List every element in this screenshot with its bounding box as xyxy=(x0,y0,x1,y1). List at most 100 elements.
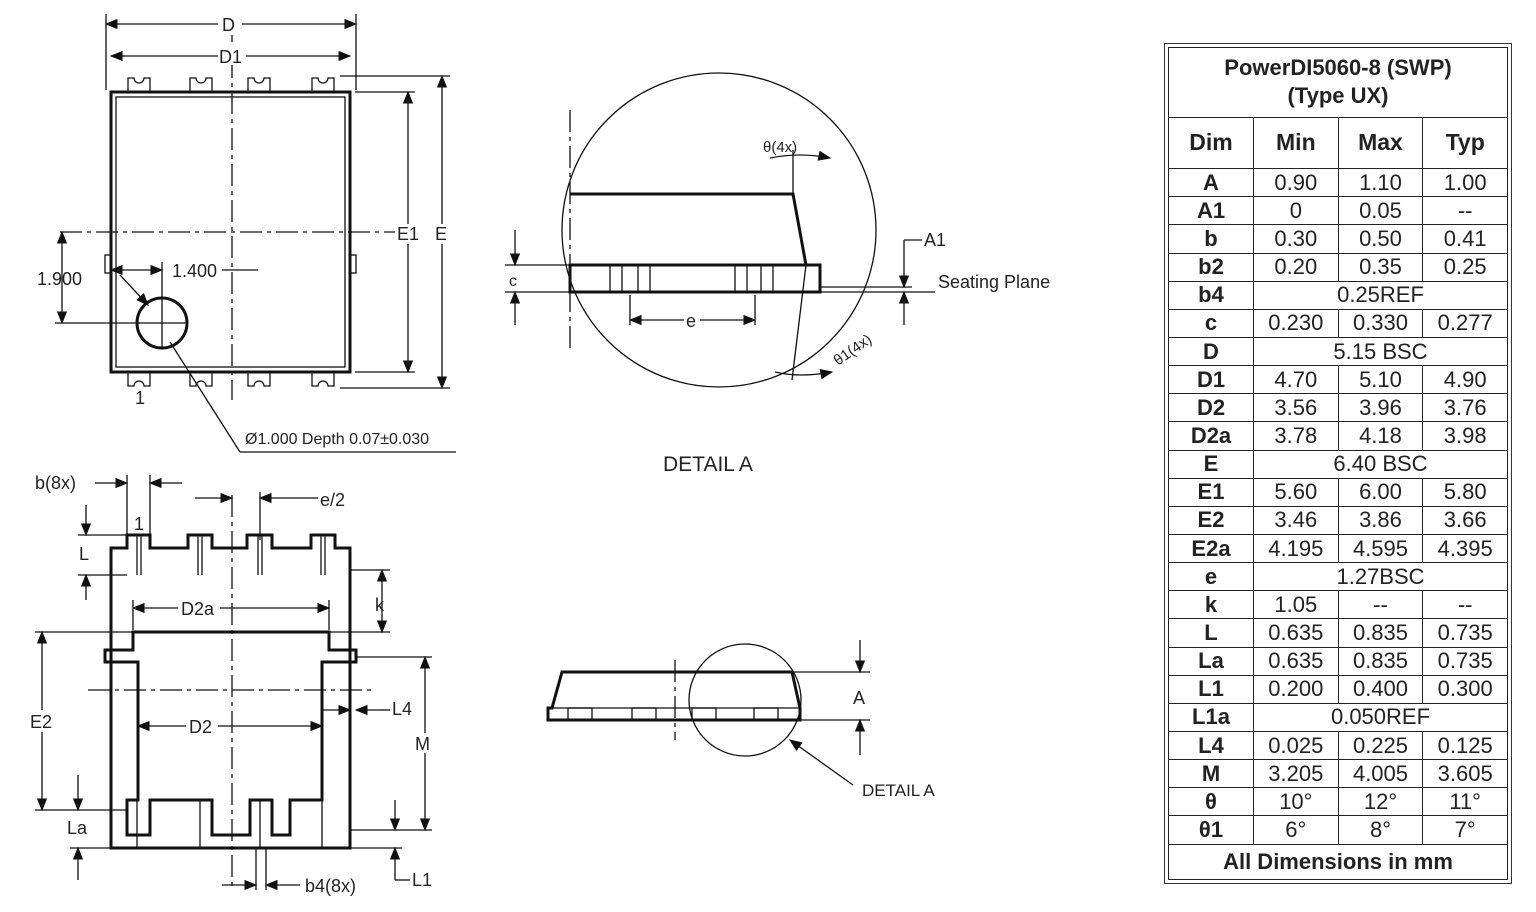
cell-max: 3.96 xyxy=(1337,393,1424,423)
dim-label-E1: E1 xyxy=(397,224,419,244)
cell-min: 0 xyxy=(1253,196,1339,226)
cell-dim: D2 xyxy=(1168,393,1254,423)
cell-dim: L1 xyxy=(1168,674,1254,704)
cell-max: 6.00 xyxy=(1337,477,1424,507)
cell-dim: b2 xyxy=(1168,252,1254,282)
a1-label: A1 xyxy=(924,230,946,250)
cell-span: 5.15 BSC xyxy=(1253,336,1508,367)
cell-dim: D1 xyxy=(1168,365,1254,395)
cell-max: 4.18 xyxy=(1337,421,1424,451)
b4-label: b4(8x) xyxy=(305,876,356,896)
dim-label-1400: 1.400 xyxy=(172,261,217,281)
cell-max: 12° xyxy=(1337,787,1424,817)
cell-max: 0.835 xyxy=(1337,618,1424,648)
cell-typ: 7° xyxy=(1422,815,1508,845)
c-label: c xyxy=(509,273,517,290)
D2a-label: D2a xyxy=(181,599,215,619)
detail-a-reference: DETAIL A xyxy=(862,781,935,800)
E2-label: E2 xyxy=(30,712,52,732)
table-footer: All Dimensions in mm xyxy=(1168,843,1508,880)
cell-max: 0.835 xyxy=(1337,646,1424,676)
cell-min: 3.78 xyxy=(1253,421,1339,451)
L1-label: L1 xyxy=(412,870,432,890)
detail-a-view: θ(4x) θ1(4x) A1 Seating Plane c e DETAIL… xyxy=(505,72,1050,476)
cell-min: 4.195 xyxy=(1253,533,1339,564)
cell-typ: -- xyxy=(1422,196,1508,226)
cell-typ: 11° xyxy=(1422,787,1508,817)
cell-span: 1.27BSC xyxy=(1253,562,1508,592)
bottom-view: b(8x) e/2 1 L k D2a E2 D2 L4 M La b4(8x)… xyxy=(26,473,436,896)
cell-min: 0.20 xyxy=(1253,252,1339,282)
dim-label-E: E xyxy=(435,224,447,244)
cell-max: 0.400 xyxy=(1337,674,1424,704)
k-label: k xyxy=(375,595,385,615)
seating-plane-label: Seating Plane xyxy=(938,272,1050,292)
cell-dim: θ xyxy=(1168,787,1254,817)
L-label: L xyxy=(79,544,89,564)
cell-max: 8° xyxy=(1337,815,1424,845)
cell-dim: b4 xyxy=(1168,280,1254,310)
cell-typ: 4.395 xyxy=(1422,533,1508,564)
cell-span: 0.050REF xyxy=(1253,702,1508,732)
cell-dim: E1 xyxy=(1168,477,1254,507)
cell-min: 0.230 xyxy=(1253,308,1339,338)
dim-label-D1: D1 xyxy=(219,47,242,67)
cell-dim: D2a xyxy=(1168,421,1254,451)
cell-typ: 3.76 xyxy=(1422,393,1508,423)
cell-min: 3.46 xyxy=(1253,505,1339,535)
theta1-label: θ1(4x) xyxy=(831,331,876,369)
cell-max: 0.330 xyxy=(1337,308,1424,338)
cell-typ: 1.00 xyxy=(1422,168,1508,198)
top-leads xyxy=(104,77,357,387)
L4-label: L4 xyxy=(392,699,412,719)
cell-max: -- xyxy=(1337,590,1424,620)
b-label: b(8x) xyxy=(35,473,76,493)
cell-span: 6.40 BSC xyxy=(1253,449,1508,479)
cell-typ: 0.125 xyxy=(1422,730,1508,761)
cell-typ: 5.80 xyxy=(1422,477,1508,507)
cell-max: 0.35 xyxy=(1337,252,1424,282)
cell-max: 5.10 xyxy=(1337,365,1424,395)
cell-min: 3.205 xyxy=(1253,759,1339,789)
e-half-label: e/2 xyxy=(320,490,345,510)
cell-max: 0.05 xyxy=(1337,196,1424,226)
cell-max: 0.50 xyxy=(1337,224,1424,254)
cell-max: 4.005 xyxy=(1337,759,1424,789)
pin1-bottom-label: 1 xyxy=(134,514,144,534)
cell-dim: La xyxy=(1168,646,1254,676)
cell-typ: 3.605 xyxy=(1422,759,1508,789)
cell-dim: e xyxy=(1168,562,1254,592)
M-label: M xyxy=(415,734,430,754)
cell-dim: b xyxy=(1168,224,1254,254)
detail-a-caption: DETAIL A xyxy=(663,453,753,476)
cell-min: 3.56 xyxy=(1253,393,1339,423)
cell-dim: A1 xyxy=(1168,196,1254,226)
cell-min: 0.635 xyxy=(1253,618,1339,648)
A-label: A xyxy=(853,688,865,708)
cell-min: 0.635 xyxy=(1253,646,1339,676)
header-dim: Dim xyxy=(1168,116,1254,170)
cell-typ: 4.90 xyxy=(1422,365,1508,395)
side-view: A DETAIL A xyxy=(546,640,935,800)
cell-dim: k xyxy=(1168,590,1254,620)
table-header-row: Dim Min Max Typ xyxy=(1168,116,1508,170)
cell-typ: 0.300 xyxy=(1422,674,1508,704)
header-max: Max xyxy=(1337,116,1424,170)
cell-span: 0.25REF xyxy=(1253,280,1508,310)
cell-min: 6° xyxy=(1253,815,1339,845)
cell-typ: 0.735 xyxy=(1422,618,1508,648)
